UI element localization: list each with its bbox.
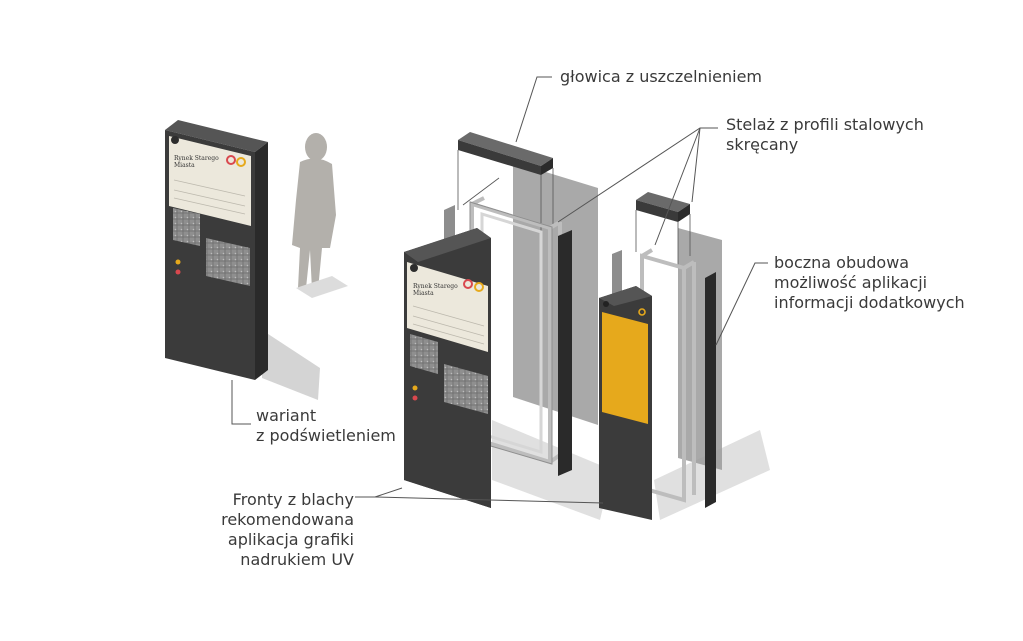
callout-lines [231, 76, 768, 504]
label-side-line3: informacji dodatkowych [774, 293, 965, 312]
person-silhouette [292, 133, 336, 290]
city-map [206, 238, 250, 286]
label-head-line1: głowica z uszczelnieniem [560, 67, 762, 86]
yellow-right-cladding [705, 272, 716, 508]
yellow-cap-side [678, 204, 690, 222]
head-cap-top [458, 132, 553, 166]
front-route-red-icon [463, 279, 473, 289]
head-cap-side [541, 158, 553, 175]
front-location-pin-icon [410, 264, 418, 272]
yellow-front-top [599, 286, 652, 306]
label-steel-frame: Stelaż z profili stalowych skręcany [726, 115, 924, 155]
route-red-icon [226, 155, 236, 165]
label-illuminated-variant: wariant z podświetleniem [256, 406, 396, 446]
main-exploded-assembly: Rynek Starego Miasta [404, 132, 612, 520]
front-panel-top-edge [404, 228, 491, 262]
label-variant-line2: z podświetleniem [256, 426, 396, 445]
pylon-info-panel [169, 136, 251, 226]
label-variant-line1: wariant [256, 406, 317, 425]
label-fronts-line3: aplikacja grafiki [227, 530, 354, 549]
front-panel-text-lines [412, 305, 485, 345]
label-head-seal: głowica z uszczelnieniem [560, 67, 762, 87]
label-side-housing: boczna obudowa możliwość aplikacji infor… [774, 253, 965, 313]
front-small-map [410, 334, 438, 374]
yellow-cap-top [636, 192, 690, 212]
panel-title-line2: Miasta [174, 162, 195, 169]
front-city-map [444, 364, 488, 414]
yellow-guide-lines [635, 210, 691, 266]
yellow-pin-icon [603, 301, 609, 307]
right-side-cladding [558, 230, 572, 476]
small-map [173, 208, 200, 246]
label-fronts-line1: Fronty z blachy [232, 490, 354, 509]
label-frame-line2: skręcany [726, 135, 799, 154]
label-sheet-fronts: Fronty z blachy rekomendowana aplikacja … [200, 490, 354, 570]
illuminated-pylon: Rynek Starego Miasta [165, 120, 320, 400]
label-frame-line1: Stelaż z profili stalowych [726, 115, 924, 134]
person-shadow [296, 276, 348, 298]
yellow-info-panel [602, 312, 648, 424]
pylon-side [255, 142, 268, 380]
label-side-line2: możliwość aplikacji [774, 273, 928, 292]
label-side-line1: boczna obudowa [774, 253, 910, 272]
front-legend-yellow-icon [412, 385, 418, 391]
panel-title-line1: Rynek Starego [174, 155, 219, 162]
route-yellow-icon [236, 157, 246, 167]
rear-side-panel [513, 162, 598, 425]
label-fronts-line2: rekomendowana [221, 510, 354, 529]
front-info-panel [407, 262, 488, 352]
head-cap-front [458, 140, 541, 175]
legend-dot-yellow-icon [175, 259, 181, 265]
yellow-cap-front [636, 200, 678, 222]
location-pin-icon [171, 136, 179, 144]
yellow-route-icon [638, 308, 646, 316]
yellow-exploded-assembly [599, 192, 770, 520]
front-panel-title-line1: Rynek Starego [413, 283, 458, 290]
pylon-top [165, 120, 268, 152]
front-legend-red-icon [412, 395, 418, 401]
label-fronts-line4: nadrukiem UV [240, 550, 354, 569]
panel-text-lines [173, 179, 246, 215]
front-panel-title-line2: Miasta [413, 290, 434, 297]
legend-dot-red-icon [175, 269, 181, 275]
front-route-yellow-icon [474, 282, 484, 292]
assembly-guide-lines [457, 150, 554, 232]
pylon-shadow [262, 330, 320, 400]
